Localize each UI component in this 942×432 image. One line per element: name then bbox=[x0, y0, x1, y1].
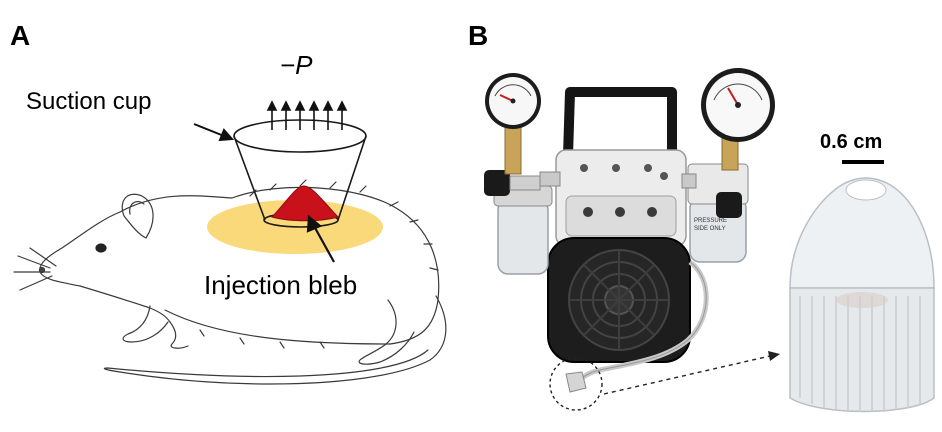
rat-belly bbox=[164, 309, 391, 345]
panel-letter-b: B bbox=[468, 20, 489, 51]
left-pressure-gauge bbox=[485, 73, 541, 129]
rat-tail bbox=[103, 295, 447, 385]
connector-highlight-circle bbox=[549, 357, 603, 411]
left-filter-bowl bbox=[497, 199, 549, 275]
rat-head bbox=[39, 211, 171, 323]
rat-eye bbox=[95, 243, 107, 253]
negative-pressure-label: −P bbox=[280, 50, 313, 80]
suction-cup-photo bbox=[789, 177, 935, 413]
suction-cup-pointer bbox=[193, 123, 235, 142]
zoom-arrow bbox=[603, 351, 780, 395]
right-knob bbox=[716, 192, 742, 218]
suction-arrows bbox=[266, 100, 348, 130]
svg-text:SIDE ONLY: SIDE ONLY bbox=[694, 226, 726, 232]
svg-text:PRESSURE: PRESSURE bbox=[694, 218, 727, 224]
left-knob bbox=[484, 170, 510, 196]
bleb-pointer bbox=[306, 214, 335, 263]
scale-bar-label: 0.6 cm bbox=[820, 131, 883, 153]
panel-letter-a: A bbox=[10, 20, 31, 51]
rat-ear bbox=[121, 193, 154, 239]
suction-cup-label: Suction cup bbox=[26, 88, 152, 115]
rat-front-leg bbox=[122, 305, 169, 343]
vacuum-pump: PRESSURE SIDE ONLY bbox=[484, 68, 775, 393]
pump-handle bbox=[563, 87, 677, 157]
injection-bleb-label: Injection bleb bbox=[204, 270, 358, 300]
tube-connector bbox=[565, 371, 587, 393]
rat-hind-leg bbox=[358, 299, 415, 365]
rat-back bbox=[119, 186, 440, 345]
right-pressure-gauge bbox=[701, 68, 775, 142]
injection-bleb bbox=[271, 185, 339, 222]
